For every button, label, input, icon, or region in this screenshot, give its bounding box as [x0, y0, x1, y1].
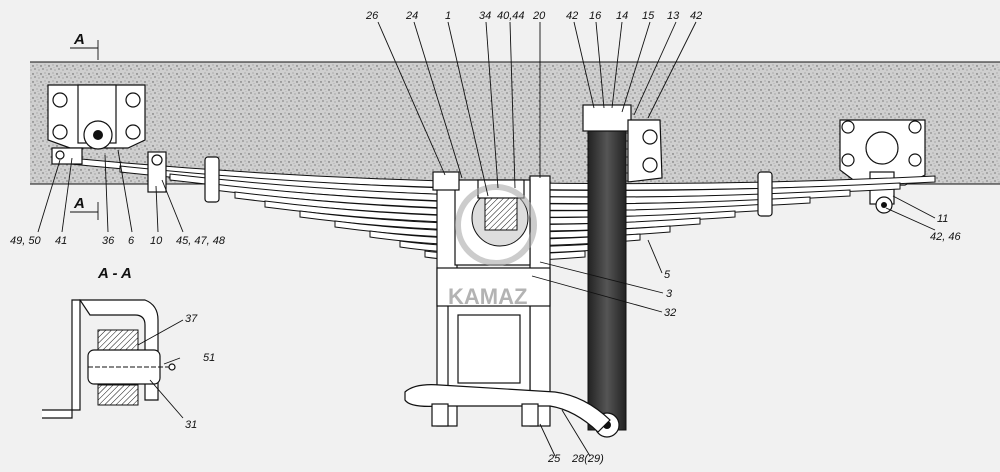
section-marks: A A: [70, 31, 99, 220]
callout-11: 11: [937, 213, 948, 225]
callout-5: 5: [664, 269, 671, 281]
section-view-title: A - A: [97, 265, 132, 282]
spring-clips: [204, 156, 773, 217]
callout-24: 24: [405, 10, 418, 22]
callout-37: 37: [185, 313, 198, 325]
callout-28-29: 28(29): [571, 453, 604, 465]
lower-arm: [404, 384, 611, 433]
callout-25: 25: [547, 453, 561, 465]
callout-20: 20: [532, 10, 546, 22]
frame-rail: [30, 61, 1000, 185]
callout-10: 10: [150, 235, 163, 247]
callout-42-top-left: 42: [566, 10, 578, 22]
front-spring-end: [51, 147, 167, 193]
kamaz-watermark: KAMAZ: [448, 184, 537, 309]
callout-36: 36: [102, 235, 115, 247]
callout-40-44: 40,44: [497, 10, 525, 22]
axle-beam: [436, 267, 551, 394]
callout-26: 26: [365, 10, 379, 22]
callout-32: 32: [664, 307, 676, 319]
section-view-a-a: A - A: [42, 265, 176, 419]
callout-3: 3: [666, 288, 673, 300]
callout-42-top-right: 42: [690, 10, 702, 22]
leader-lines: [37, 21, 936, 457]
section-mark-a-top: A: [73, 31, 85, 48]
callout-42-46: 42, 46: [930, 231, 961, 243]
callout-34: 34: [479, 10, 491, 22]
callout-51: 51: [203, 352, 215, 364]
front-spring-bracket: [47, 84, 146, 150]
callout-14: 14: [616, 10, 628, 22]
callout-1: 1: [445, 10, 451, 22]
callout-13: 13: [667, 10, 680, 22]
callout-31: 31: [185, 419, 197, 431]
callout-41: 41: [55, 235, 67, 247]
callout-6: 6: [128, 235, 135, 247]
rear-spring-bracket: [839, 119, 926, 214]
callout-15: 15: [642, 10, 655, 22]
callout-49-50: 49, 50: [10, 235, 41, 247]
callout-16: 16: [589, 10, 602, 22]
watermark-text: KAMAZ: [448, 284, 527, 309]
callout-labels: 26 24 1 34 40,44 20 42 16 14 15 13 42 49…: [10, 10, 961, 465]
section-mark-a-bottom: A: [73, 195, 85, 212]
callout-45-47-48: 45, 47, 48: [176, 235, 226, 247]
shock-absorber: [582, 104, 663, 438]
